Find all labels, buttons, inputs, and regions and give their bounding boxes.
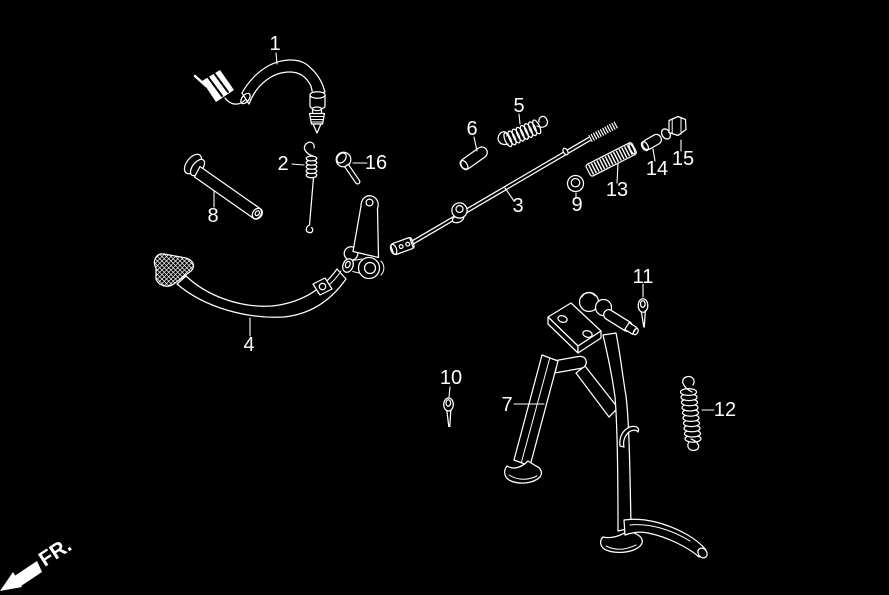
switch-body [202, 70, 234, 102]
part-label-9: 9 [571, 194, 582, 216]
part-label-1: 1 [269, 33, 280, 55]
part-label-12: 12 [714, 399, 736, 421]
part-label-13: 13 [606, 179, 628, 201]
part-12-stand-spring [679, 375, 702, 452]
part-label-14: 14 [646, 158, 668, 180]
part-label-15: 15 [672, 148, 694, 170]
part-3-brake-rod [389, 121, 619, 256]
leader-lines [213, 52, 715, 411]
part-1-switch-cable-assembly [193, 59, 326, 134]
pedal-arm [176, 268, 347, 318]
part-label-11: 11 [633, 266, 654, 288]
part-7-center-stand [504, 291, 708, 559]
part-label-4: 4 [243, 334, 254, 356]
part-11-eye-pin [637, 298, 649, 328]
leader-3 [504, 187, 515, 202]
fr-arrow-head [0, 572, 22, 591]
part-6-collar [459, 146, 488, 171]
part-label-7: 7 [501, 394, 512, 416]
part-2-return-spring [303, 141, 318, 234]
leader-1 [275, 52, 278, 65]
leader-14 [652, 148, 656, 162]
leader-2 [291, 163, 305, 166]
part-label-8: 8 [207, 205, 218, 227]
rod-trunnion [451, 202, 468, 219]
part-15-flange-nut [660, 115, 687, 140]
part-16-pivot-bolt [335, 151, 361, 185]
part-labels: 1 2 3 4 5 6 7 8 9 10 11 12 13 14 15 16 [207, 33, 736, 421]
pedal-pad [153, 253, 195, 287]
part-label-10: 10 [440, 367, 462, 389]
part-4-brake-pedal [153, 195, 385, 318]
part-label-5: 5 [513, 95, 524, 117]
part-5-spring [497, 115, 549, 148]
part-label-6: 6 [466, 118, 477, 140]
leader-5 [518, 113, 521, 125]
pedal-lever-arm [352, 195, 380, 259]
part-9-washer [566, 174, 585, 193]
stand-brace [575, 365, 619, 418]
part-10-eye-pin [443, 397, 454, 428]
fr-arrow-shaft [13, 561, 42, 588]
leader-10 [448, 386, 451, 398]
stand-spring-hook [619, 425, 640, 448]
part-8-clevis-pin [183, 153, 264, 220]
part-13-coil-spring [585, 142, 637, 177]
part-label-3: 3 [512, 195, 523, 217]
part-label-2: 2 [277, 153, 288, 175]
leader-6 [473, 136, 478, 152]
leader-13 [616, 162, 619, 184]
part-14-collar [640, 133, 663, 152]
pedal-boss [357, 256, 381, 280]
part-label-16: 16 [365, 152, 387, 174]
